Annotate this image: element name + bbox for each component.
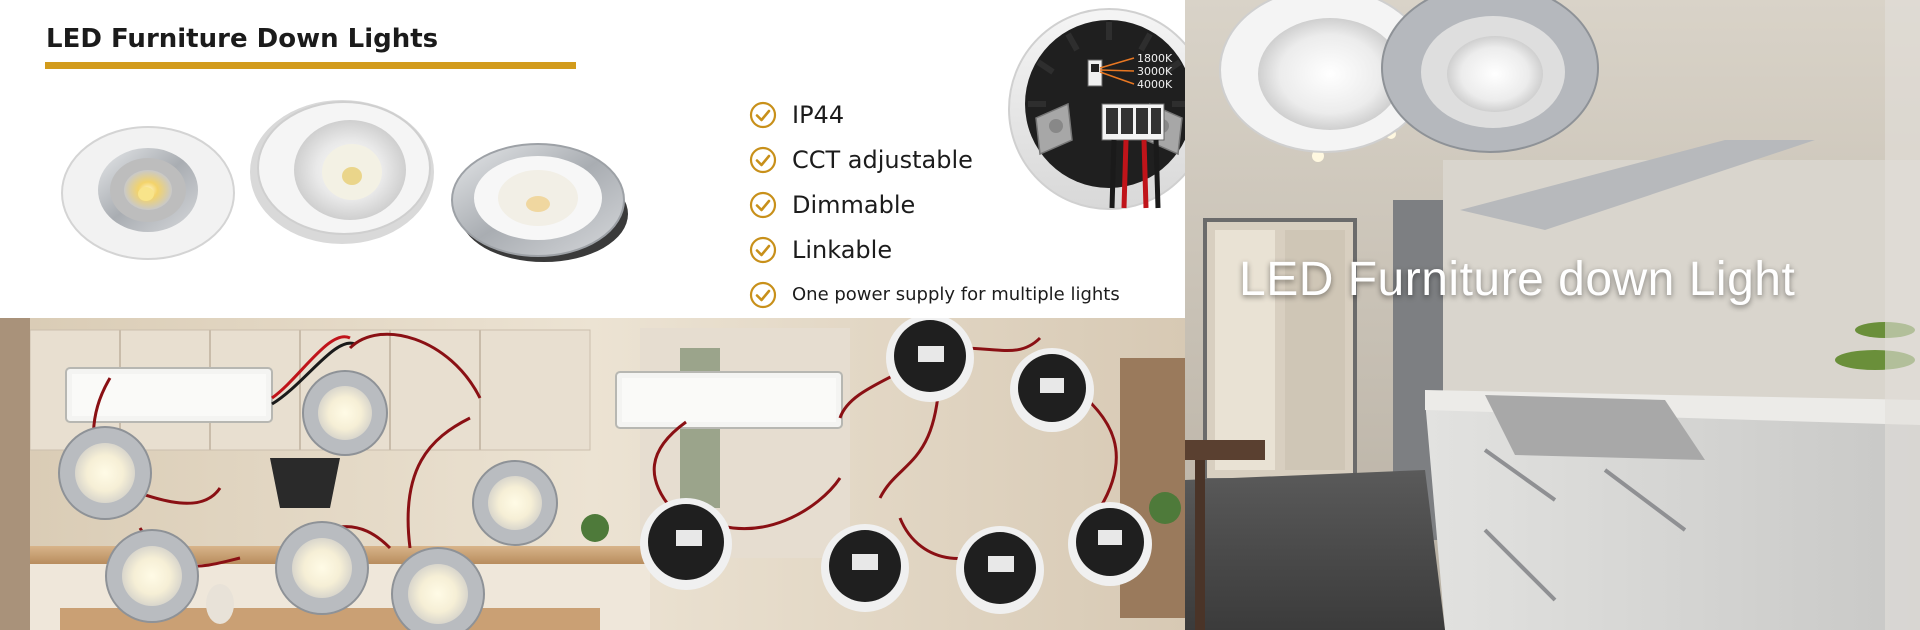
feature-item: IP44 <box>748 92 1120 137</box>
feature-label: IP44 <box>792 100 845 129</box>
feature-item: One power supply for multiple lights <box>748 272 1120 317</box>
downlight-back <box>640 498 732 590</box>
feature-label: Dimmable <box>792 190 916 219</box>
downlight-silver-bezel <box>451 143 628 262</box>
check-circle-icon <box>749 281 777 308</box>
downlight-silver-closeup <box>1381 0 1599 153</box>
led-driver <box>615 371 843 429</box>
product-panel: LED Furniture Down Lights <box>0 0 1185 318</box>
downlight-back <box>956 526 1044 614</box>
feature-item: Linkable <box>748 227 1120 272</box>
downlight-front <box>391 547 485 630</box>
led-driver <box>65 367 273 423</box>
kitchen-heading: LED Furniture down Light <box>1239 253 1796 306</box>
feature-list: IP44 CCT adjustable Dimmable Linkable On… <box>748 92 1120 317</box>
downlight-white-housing <box>250 100 434 244</box>
check-circle-icon <box>749 101 777 128</box>
downlight-front <box>105 529 199 623</box>
downlight-front <box>275 521 369 615</box>
downlight-white-reflector <box>61 126 235 260</box>
downlight-back <box>886 318 974 402</box>
feature-label: One power supply for multiple lights <box>792 284 1120 305</box>
feature-label: Linkable <box>792 235 893 264</box>
downlight-back-terminal <box>1008 8 1185 210</box>
feature-item: CCT adjustable <box>748 137 1120 182</box>
downlight-front <box>302 370 388 456</box>
feature-item: Dimmable <box>748 182 1120 227</box>
cct-label-4000k: 4000K <box>1137 78 1173 91</box>
check-circle-icon <box>749 146 777 173</box>
product-photos: 1800K 3000K 4000K <box>61 8 1185 262</box>
kitchen-wiring-photo <box>0 318 1185 630</box>
downlight-white-closeup <box>1219 0 1431 153</box>
check-circle-icon <box>749 191 777 218</box>
kitchen-photo <box>1185 0 1920 630</box>
downlight-front <box>58 426 152 520</box>
downlight-back <box>821 524 909 612</box>
cct-label-3000k: 3000K <box>1137 65 1173 78</box>
check-circle-icon <box>749 236 777 263</box>
downlight-back <box>1010 348 1094 432</box>
wiring-panel <box>0 318 1185 630</box>
downlight-back <box>1068 502 1152 586</box>
downlight-front <box>472 460 558 546</box>
title-underline <box>45 62 576 69</box>
cct-label-1800k: 1800K <box>1137 52 1173 65</box>
page-title: LED Furniture Down Lights <box>46 24 439 54</box>
feature-label: CCT adjustable <box>792 145 973 174</box>
kitchen-panel: LED Furniture down Light <box>1185 0 1920 630</box>
